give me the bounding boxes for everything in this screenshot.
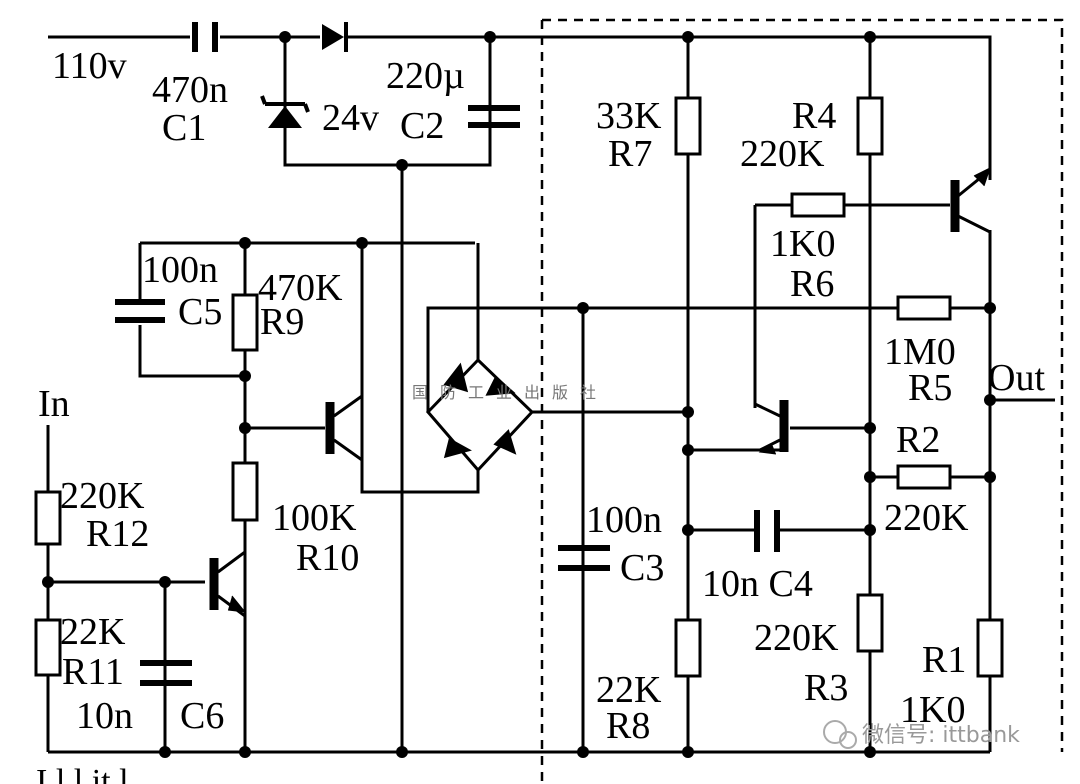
c2-name: C2 bbox=[400, 105, 444, 147]
r11-name: R11 bbox=[62, 651, 124, 693]
caption-fragment: I l l it l bbox=[36, 763, 129, 784]
r1-name: R1 bbox=[922, 639, 966, 681]
zener-value: 24v bbox=[322, 97, 379, 139]
r2-value: 220K bbox=[884, 497, 969, 539]
c1-name: C1 bbox=[162, 107, 206, 149]
r7-value: 33K bbox=[596, 95, 662, 137]
r12-name: R12 bbox=[86, 513, 149, 555]
r10-value: 100K bbox=[272, 497, 357, 539]
resistors bbox=[34, 96, 1004, 678]
r3-value: 220K bbox=[754, 617, 839, 659]
r6-value: 1K0 bbox=[770, 223, 835, 265]
r5-value: 1M0 bbox=[884, 331, 956, 373]
c1-value: 470n bbox=[152, 69, 228, 111]
r6-name: R6 bbox=[790, 263, 834, 305]
r9-value: 470K bbox=[258, 267, 343, 309]
capacitors bbox=[115, 22, 780, 686]
r2-name: R2 bbox=[896, 419, 940, 461]
r8-value: 22K bbox=[596, 669, 662, 711]
c5-name: C5 bbox=[178, 291, 222, 333]
r3-name: R3 bbox=[804, 667, 848, 709]
r4-name: R4 bbox=[792, 95, 836, 137]
c6-name: C6 bbox=[180, 695, 224, 737]
switch-enclosure bbox=[540, 18, 1064, 784]
diodes bbox=[260, 22, 348, 128]
wechat-id: 微信号: ittbank bbox=[862, 723, 1020, 748]
r5-name: R5 bbox=[908, 367, 952, 409]
publisher-watermark: 国防工业出版社 bbox=[412, 383, 608, 402]
junction-dots bbox=[42, 31, 996, 758]
supply-input-label: 110v bbox=[52, 45, 127, 87]
r7-name: R7 bbox=[608, 133, 652, 175]
c3-value: 100n bbox=[586, 499, 662, 541]
component-labels: 110v 470n C1 24v 220µ C2 In 220K R12 22K… bbox=[38, 45, 1045, 747]
r9-name: R9 bbox=[260, 301, 304, 343]
c3-name: C3 bbox=[620, 547, 664, 589]
wechat-watermark: 微信号: ittbank bbox=[823, 720, 1020, 749]
c2-value: 220µ bbox=[386, 55, 465, 97]
c5-value: 100n bbox=[142, 249, 218, 291]
wechat-icon bbox=[823, 720, 847, 744]
out-label: Out bbox=[988, 357, 1045, 399]
r12-value: 220K bbox=[60, 475, 145, 517]
r10-name: R10 bbox=[296, 537, 359, 579]
r4-value: 220K bbox=[740, 133, 825, 175]
r1-value: 1K0 bbox=[900, 689, 965, 731]
r11-value: 22K bbox=[60, 611, 126, 653]
c4-label: 10n C4 bbox=[702, 563, 813, 605]
c6-value: 10n bbox=[76, 695, 133, 737]
r8-name: R8 bbox=[606, 705, 650, 747]
bridge-rectifier bbox=[425, 357, 535, 473]
in-label: In bbox=[38, 383, 70, 425]
transistors bbox=[209, 167, 991, 752]
